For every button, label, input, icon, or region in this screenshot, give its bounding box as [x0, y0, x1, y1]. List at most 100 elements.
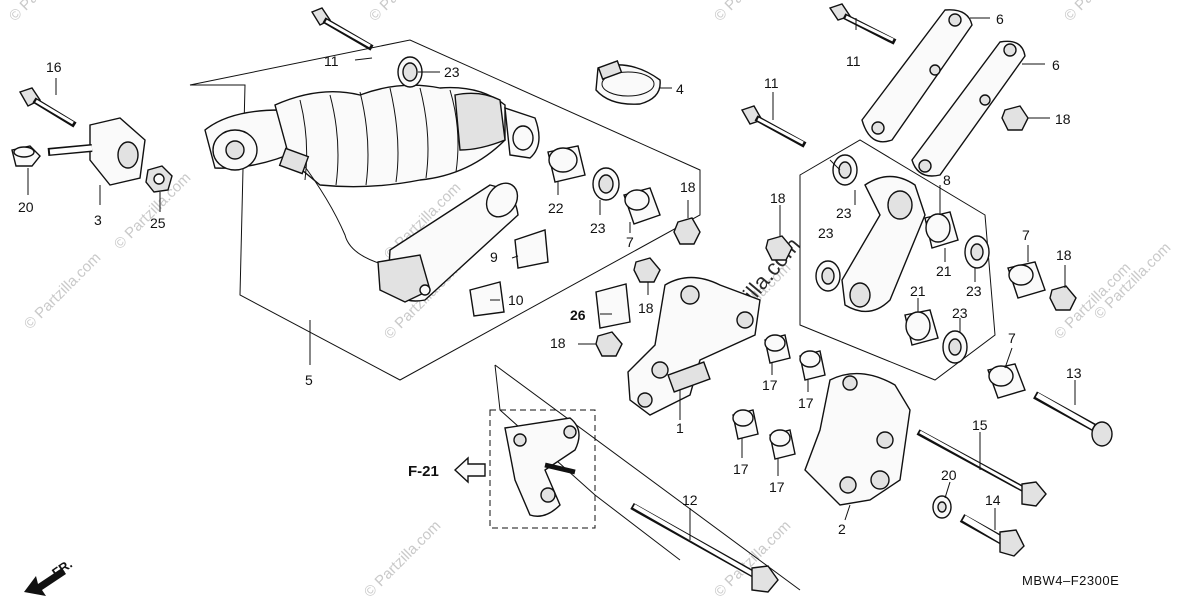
bolt-11-right	[740, 105, 807, 148]
nut-18-link	[1001, 105, 1029, 131]
link-plate-6b	[911, 40, 1026, 177]
callout-23: 23	[836, 205, 852, 221]
callout-17: 17	[798, 395, 814, 411]
callout-19: 20	[18, 199, 34, 215]
callout-8: 8	[943, 172, 951, 188]
callout-11: 11	[846, 53, 861, 69]
watermark: © Partzilla.com	[1061, 0, 1144, 25]
callout-11: 11	[324, 53, 339, 69]
callout-5: 5	[305, 372, 313, 388]
callout-6: 6	[996, 11, 1004, 27]
nut-18-mid	[765, 235, 793, 261]
collar-17-d	[769, 429, 796, 460]
callout-9: 9	[490, 249, 498, 265]
callout-18: 18	[550, 335, 566, 351]
callout-10: 10	[508, 292, 524, 308]
seal-23-link-d	[942, 330, 968, 364]
bolt-14	[916, 429, 1047, 507]
link-arm-8	[841, 175, 926, 313]
reference-bracket	[504, 417, 580, 517]
callout-13: 14	[985, 492, 1001, 508]
callout-15: 12	[682, 492, 698, 508]
callout-23: 23	[590, 220, 606, 236]
part-3-clevis	[47, 117, 146, 186]
parts-artwork	[11, 3, 1113, 596]
bearing-21-a	[924, 211, 959, 249]
nut-19	[11, 145, 41, 167]
watermark: © Partzilla.com	[361, 517, 444, 599]
collar-17-b	[799, 350, 826, 381]
callout-23: 23	[818, 225, 834, 241]
callout-4: 4	[676, 81, 684, 97]
nut-18-right	[1049, 285, 1077, 311]
callout-14: 15	[972, 417, 988, 433]
watermark: © Partzilla.com	[711, 0, 794, 25]
callout-21: 21	[936, 263, 952, 279]
seal-23-top	[397, 56, 423, 88]
cover-9	[514, 229, 549, 269]
callout-22: 22	[548, 200, 564, 216]
reference-box	[489, 409, 596, 529]
washer-20	[932, 495, 952, 519]
collar-17-c	[732, 409, 759, 440]
bolt-12	[1033, 391, 1113, 447]
callout-23: 23	[966, 283, 982, 299]
collar-22	[547, 145, 586, 183]
seal-23-link-b	[815, 260, 841, 292]
callout-labels: 11 23 4 11 6 6 18 11 16 20 3 25 5 22 23 …	[18, 11, 1119, 588]
diagram-code: MBW4–F2300E	[1022, 573, 1119, 588]
seal-23-link-a	[832, 154, 858, 186]
bolt-11-top-right	[828, 3, 897, 45]
callout-18: 18	[1056, 247, 1072, 263]
callout-23: 23	[444, 64, 460, 80]
callout-18: 18	[1055, 111, 1071, 127]
bracket-boundary	[494, 364, 801, 591]
callout-11: 11	[764, 75, 779, 91]
watermark: © Partzilla.com	[6, 0, 89, 25]
callout-20: 20	[941, 467, 957, 483]
callout-18: 18	[770, 190, 786, 206]
collar-7-right-a	[1007, 261, 1046, 299]
nut-25	[145, 165, 173, 193]
seal-23-shock	[592, 167, 620, 201]
front-direction-arrow	[24, 568, 66, 596]
watermark: © Partzilla.com	[366, 0, 449, 25]
callout-6: 6	[1052, 57, 1060, 73]
bolt-11-top	[310, 7, 374, 51]
callout-7: 7	[1022, 227, 1030, 243]
callout-2: 2	[838, 521, 846, 537]
bearing-21-b	[904, 309, 939, 346]
collar-7-right-b	[987, 363, 1026, 399]
cover-10	[469, 281, 505, 317]
callout-12: 13	[1066, 365, 1082, 381]
callout-21: 21	[910, 283, 926, 299]
callout-16: 16	[46, 59, 62, 75]
seal-23-link-c	[964, 235, 990, 269]
nut-18-shock	[673, 217, 701, 245]
callout-18: 18	[680, 179, 696, 195]
callout-3: 3	[94, 212, 102, 228]
reference-arrow	[453, 456, 486, 484]
bolt-16	[18, 87, 77, 128]
callout-17: 17	[762, 377, 778, 393]
callout-17: 17	[733, 461, 749, 477]
collar-17-a	[764, 334, 791, 364]
leader-lines	[27, 17, 1076, 540]
callout-26: 26	[570, 307, 586, 323]
bracket-1	[627, 276, 761, 416]
callout-7: 7	[626, 234, 634, 250]
nut-18-left-a	[633, 257, 661, 283]
callout-25: 25	[150, 215, 166, 231]
callout-17: 17	[769, 479, 785, 495]
link-plate-6a	[861, 9, 973, 143]
bolt-15	[630, 502, 779, 593]
band-clamp-4	[595, 60, 661, 105]
callout-18: 18	[638, 300, 654, 316]
collar-7-shock	[623, 187, 661, 225]
callout-23: 23	[952, 305, 968, 321]
watermark: © Partzilla.com	[21, 249, 104, 332]
bolt-13	[959, 514, 1025, 557]
link-assembly-outline	[799, 139, 996, 381]
callout-7: 7	[1008, 330, 1016, 346]
